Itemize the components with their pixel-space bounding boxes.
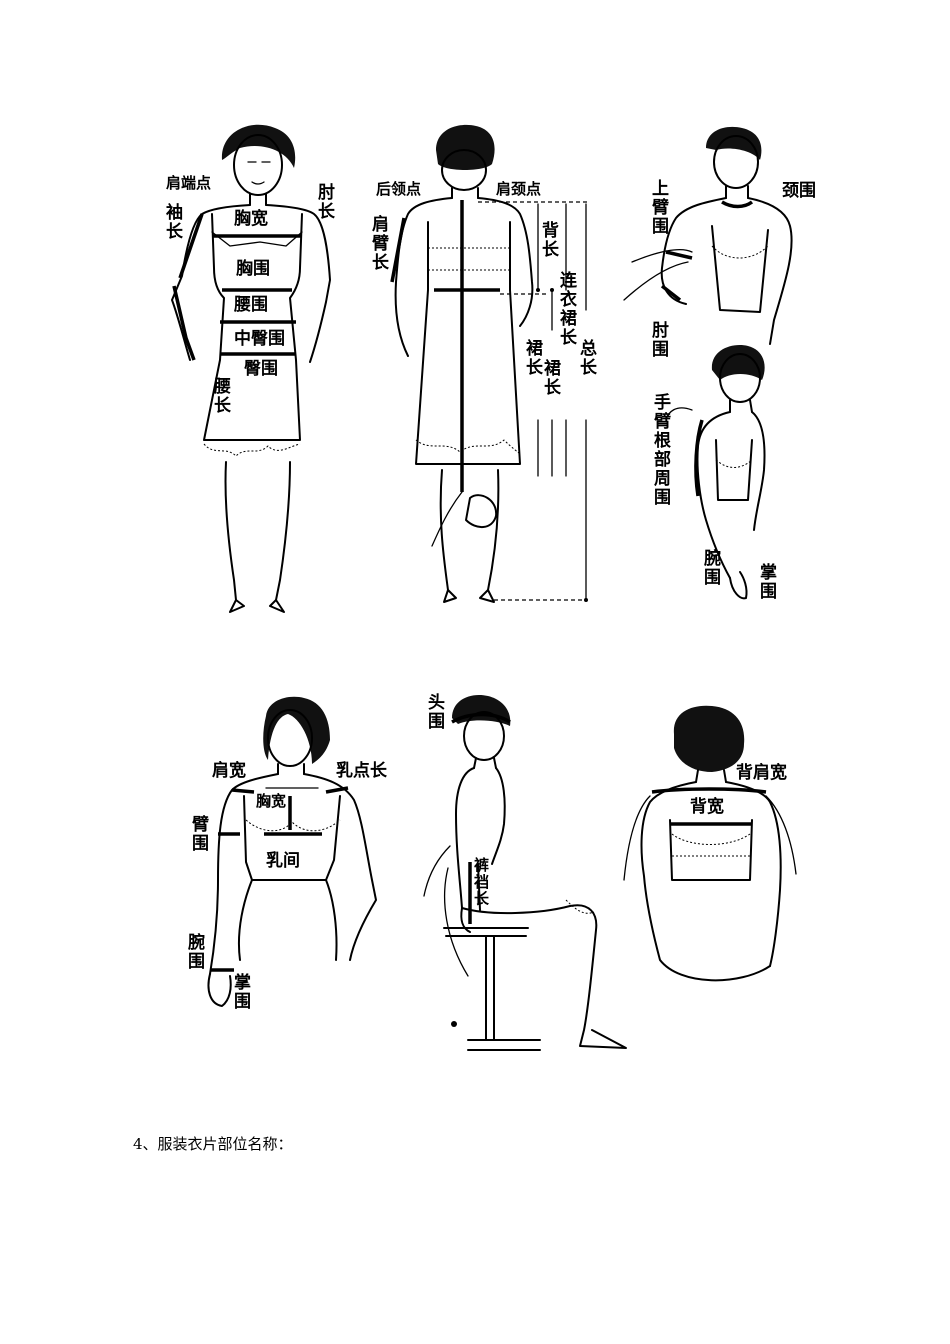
- label-side-neck-point: 肩颈点: [496, 180, 541, 198]
- label-sleeve-length: 袖长: [166, 202, 184, 242]
- front-figure: [171, 124, 331, 613]
- label-waist: 腰围: [234, 295, 268, 315]
- label-bust-span: 乳间: [266, 850, 300, 871]
- label-wrist-side: 腕围: [704, 548, 721, 588]
- label-wrist-front: 腕围: [188, 932, 205, 972]
- label-hip: 臀围: [244, 359, 278, 379]
- label-elbow-length: 肘长: [318, 183, 336, 222]
- label-back-neck-point: 后领点: [376, 180, 421, 198]
- label-bust-point-length: 乳点长: [336, 760, 388, 781]
- label-back-length: 背长: [542, 220, 560, 260]
- section-caption: 4、服装衣片部位名称：: [133, 1135, 293, 1153]
- label-dress-length: 连衣裙长: [560, 270, 578, 348]
- label-chest-width-front: 胸宽: [256, 792, 286, 810]
- label-armhole: 手臂根部周围: [653, 392, 671, 508]
- label-shoulder-width: 肩宽: [212, 760, 246, 781]
- label-elbow: 肘围: [652, 321, 669, 360]
- label-palm-side: 掌围: [760, 562, 777, 602]
- label-head: 头围: [428, 693, 445, 732]
- back-bust-figure: [623, 705, 797, 982]
- label-back-width: 背宽: [690, 796, 724, 817]
- arm-neck-figure: [623, 126, 793, 345]
- bust-figure: [207, 696, 377, 1007]
- label-chest-width: 胸宽: [234, 208, 268, 229]
- back-figure: [390, 124, 588, 603]
- label-palm-front: 掌围: [234, 972, 251, 1012]
- label-shoulder-point: 肩端点: [166, 174, 211, 192]
- label-upper-arm: 上臂围: [651, 179, 669, 237]
- label-mid-hip: 中臀围: [234, 328, 285, 349]
- label-skirt-length-a: 裙长: [526, 338, 544, 378]
- label-waist-length: 腰长: [214, 377, 232, 416]
- label-skirt-length-b: 裙长: [544, 358, 562, 398]
- label-arm: 臂围: [191, 814, 209, 854]
- armhole-figure: [665, 345, 766, 600]
- label-crotch-depth: 裤裆长: [473, 856, 490, 908]
- label-back-shoulder-width: 背肩宽: [736, 762, 787, 783]
- label-bust: 胸围: [236, 258, 270, 279]
- label-total-length: 总长: [580, 338, 598, 378]
- label-shoulder-arm-length: 肩臂长: [371, 214, 390, 273]
- seated-figure: [423, 694, 627, 1051]
- label-neck: 颈围: [782, 181, 816, 201]
